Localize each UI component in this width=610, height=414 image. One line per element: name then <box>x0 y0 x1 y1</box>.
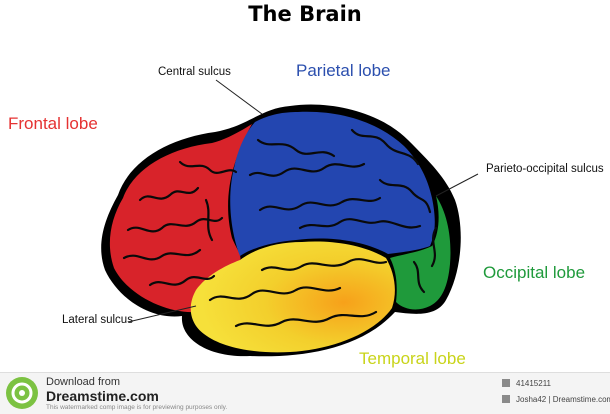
credit-value: Josha42 | Dreamstime.com <box>516 395 610 404</box>
stock-footer-bar: Download from Dreamstime.com This waterm… <box>0 372 610 414</box>
label-frontal-lobe: Frontal lobe <box>8 114 98 133</box>
occipital-lobe <box>390 196 451 310</box>
label-parietal-lobe: Parietal lobe <box>296 61 391 80</box>
gyri-lines <box>122 128 438 328</box>
label-parieto-occipital-sulcus: Parieto-occipital sulcus <box>486 163 604 175</box>
footer-download-from: Download from <box>46 376 120 388</box>
frontal-lobe <box>109 124 252 313</box>
photographer-tag-icon <box>502 395 510 403</box>
dreamstime-logo-icon <box>6 377 38 409</box>
brain-diagram <box>101 79 479 357</box>
label-central-sulcus: Central sulcus <box>158 66 231 78</box>
label-occipital-lobe: Occipital lobe <box>483 263 586 282</box>
image-id-value: 41415211 <box>516 379 551 388</box>
id-tag-icon <box>502 379 510 387</box>
footer-site-name[interactable]: Dreamstime.com <box>46 388 159 404</box>
label-lateral-sulcus: Lateral sulcus <box>62 314 133 326</box>
leader-lines <box>127 79 479 323</box>
label-temporal-lobe: Temporal lobe <box>359 349 466 368</box>
parietal-lobe <box>230 111 435 257</box>
footer-image-id: 41415211 <box>502 379 551 388</box>
footer-disclaimer: This watermarked comp image is for previ… <box>46 404 228 411</box>
diagram-title: The Brain <box>248 2 362 26</box>
footer-credit: Josha42 | Dreamstime.com <box>502 395 610 404</box>
